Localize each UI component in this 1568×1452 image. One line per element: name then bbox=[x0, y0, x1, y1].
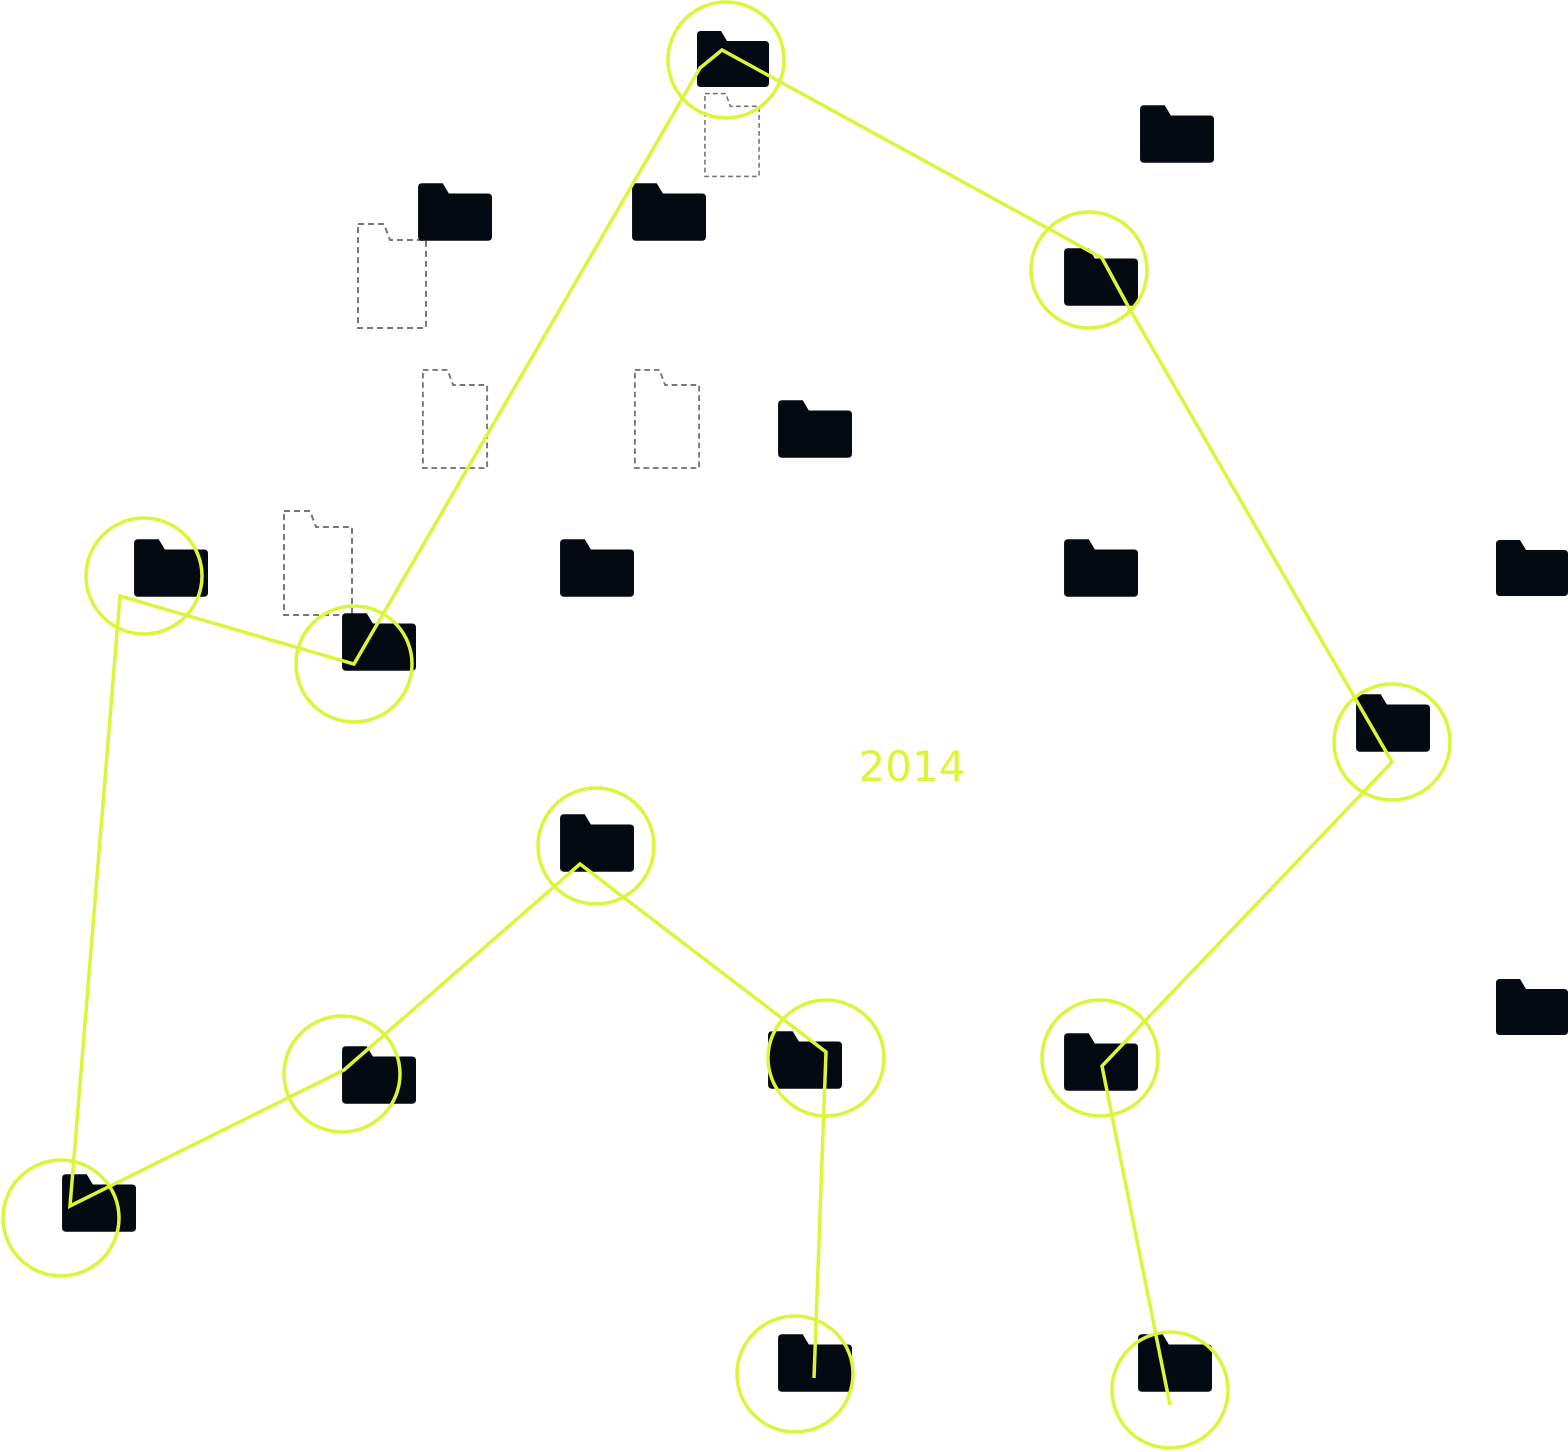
connection-path bbox=[68, 47, 1395, 1406]
highlight-circles bbox=[1, 0, 1452, 1450]
highlight-circle bbox=[766, 998, 886, 1118]
dashed-file-icon bbox=[633, 368, 701, 470]
folder-icon bbox=[1064, 539, 1138, 597]
folder-icon bbox=[632, 183, 706, 241]
folder-icon bbox=[1356, 694, 1430, 752]
folder-icon bbox=[768, 1031, 842, 1089]
highlight-circle bbox=[1, 1158, 121, 1278]
year-label: 2014 bbox=[859, 742, 966, 791]
dashed-file-icon bbox=[282, 509, 354, 617]
folder-icon bbox=[134, 539, 208, 597]
folder-icon bbox=[560, 539, 634, 597]
highlight-circle bbox=[536, 786, 656, 906]
folder-icon bbox=[778, 400, 852, 458]
folder-icon bbox=[1496, 979, 1568, 1035]
highlight-circle bbox=[735, 1314, 855, 1434]
folder-icon bbox=[560, 814, 634, 872]
placeholder-files bbox=[282, 92, 761, 617]
highlight-circle bbox=[282, 1014, 402, 1134]
highlight-circle bbox=[1029, 210, 1149, 330]
highlight-circle bbox=[294, 604, 414, 724]
dashed-file-icon bbox=[703, 92, 761, 178]
highlight-circle bbox=[666, 0, 786, 120]
highlight-circle bbox=[1110, 1330, 1230, 1450]
dashed-file-icon bbox=[357, 223, 427, 329]
folder-icon bbox=[342, 1046, 416, 1104]
path-upper bbox=[68, 47, 1395, 1406]
folder-icon bbox=[1140, 105, 1214, 163]
highlight-circle bbox=[1332, 682, 1452, 802]
folder-icon bbox=[697, 31, 769, 87]
highlight-circle bbox=[84, 516, 204, 636]
folder-icon bbox=[418, 183, 492, 241]
folder-icon bbox=[1496, 540, 1568, 596]
highlight-circle bbox=[1040, 998, 1160, 1118]
